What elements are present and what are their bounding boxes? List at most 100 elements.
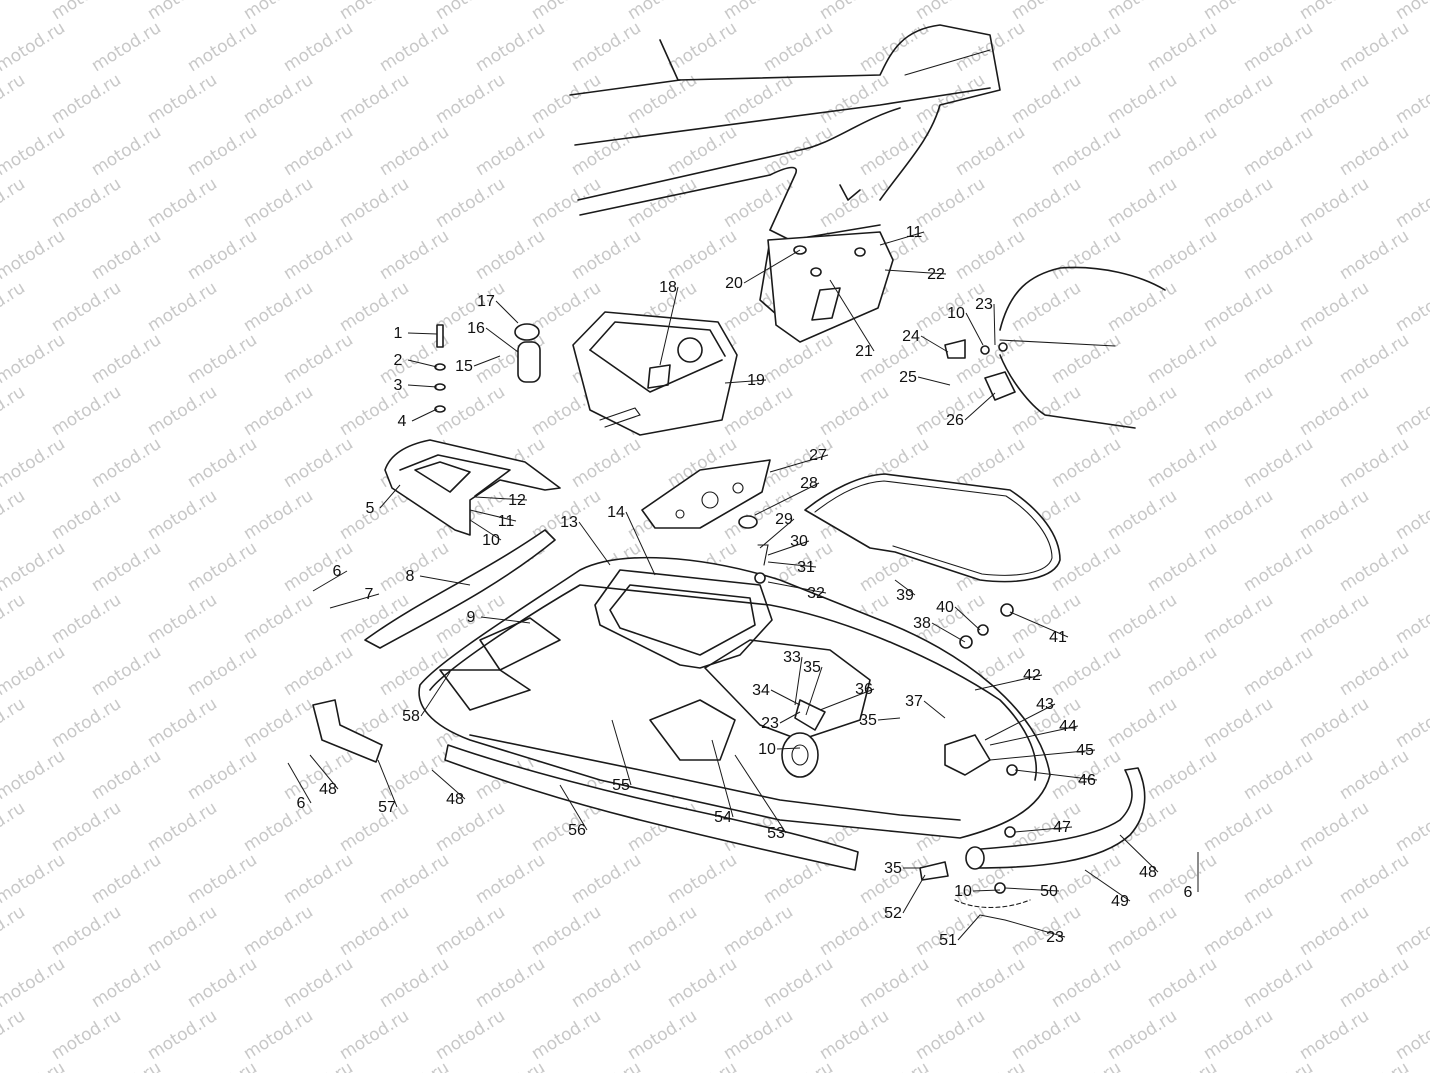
watermark-text: motod.ru: [1200, 486, 1277, 544]
part-number-label: 10: [482, 532, 500, 549]
watermark-text: motod.ru: [280, 850, 357, 908]
watermark-text: motod.ru: [1144, 18, 1221, 76]
watermark-text: motod.ru: [184, 954, 261, 1012]
watermark-text: motod.ru: [376, 746, 453, 804]
watermark-text: motod.ru: [720, 1006, 797, 1064]
watermark-text: motod.ru: [0, 590, 29, 648]
watermark-text: motod.ru: [1240, 122, 1317, 180]
part-number-label: 1: [394, 325, 403, 342]
part-number-label: 50: [1040, 883, 1058, 900]
watermark-text: motod.ru: [1048, 538, 1125, 596]
watermark-text: motod.ru: [280, 226, 357, 284]
watermark-text: motod.ru: [1392, 278, 1430, 336]
part-number-label: 31: [797, 559, 815, 576]
part-number-label: 12: [508, 492, 526, 509]
watermark-text: motod.ru: [0, 226, 69, 284]
part-number-label: 23: [975, 296, 993, 313]
leader-line: [1084, 869, 1131, 902]
watermark-text: motod.ru: [184, 746, 261, 804]
watermark-text: motod.ru: [432, 70, 509, 128]
watermark-text: motod.ru: [48, 278, 125, 336]
watermark-text: motod.ru: [856, 954, 933, 1012]
part-number-label: 10: [954, 883, 972, 900]
part-number-label: 3: [394, 377, 403, 394]
hardware-parts: [754, 339, 1031, 921]
part-number-label: 37: [905, 693, 923, 710]
part-number-label: 5: [366, 500, 375, 517]
leader-line: [984, 703, 1056, 741]
watermark-text: motod.ru: [88, 746, 165, 804]
part-number-label: 25: [899, 369, 917, 386]
leader-line: [989, 725, 1079, 746]
watermark-text: motod.ru: [624, 902, 701, 960]
part-number-label: 11: [498, 513, 515, 530]
watermark-text: motod.ru: [88, 434, 165, 492]
part-number-label: 17: [477, 293, 495, 310]
watermark-text: motod.ru: [816, 382, 893, 440]
leader-line: [884, 269, 947, 275]
leader-line: [659, 286, 679, 366]
watermark-text: motod.ru: [1392, 70, 1430, 128]
watermark-text: motod.ru: [280, 642, 357, 700]
watermark-text: motod.ru: [1200, 902, 1277, 960]
watermark-text: motod.ru: [144, 174, 221, 232]
part-number-label: 51: [939, 932, 957, 949]
leader-line: [379, 484, 401, 509]
watermark-text: motod.ru: [1104, 1006, 1181, 1064]
watermark-text: motod.ru: [472, 18, 549, 76]
watermark-text: motod.ru: [48, 1006, 125, 1064]
leader-line: [469, 519, 502, 541]
watermark-text: motod.ru: [240, 902, 317, 960]
watermark-text: motod.ru: [184, 1058, 261, 1073]
part-number-label: 44: [1059, 718, 1077, 735]
leader-lines: [287, 231, 1199, 941]
watermark-text: motod.ru: [528, 902, 605, 960]
watermark-text: motod.ru: [1048, 954, 1125, 1012]
watermark-text: motod.ru: [0, 850, 69, 908]
watermark-text: motod.ru: [1200, 590, 1277, 648]
part-number-label: 55: [612, 777, 630, 794]
part-number-label: 42: [1023, 667, 1041, 684]
watermark-text: motod.ru: [1296, 486, 1373, 544]
watermark-text: motod.ru: [376, 1058, 453, 1073]
watermark-text: motod.ru: [0, 954, 69, 1012]
watermark-text: motod.ru: [1296, 70, 1373, 128]
watermark-text: motod.ru: [1048, 122, 1125, 180]
leader-line: [559, 784, 588, 831]
part-number-label: 40: [936, 599, 954, 616]
watermark-text: motod.ru: [568, 226, 645, 284]
watermark-text: motod.ru: [48, 486, 125, 544]
watermark-text: motod.ru: [1240, 850, 1317, 908]
watermark-text: motod.ru: [472, 850, 549, 908]
watermark-text: motod.ru: [1104, 70, 1181, 128]
part-number-label: 54: [714, 809, 732, 826]
watermark-text: motod.ru: [1336, 538, 1413, 596]
watermark-text: motod.ru: [1144, 330, 1221, 388]
leader-line: [920, 335, 949, 353]
leader-line: [964, 392, 996, 421]
part-number-label: 35: [803, 659, 821, 676]
watermark-text: motod.ru: [568, 954, 645, 1012]
part-number-label: 2: [394, 352, 403, 369]
leader-line: [1014, 769, 1098, 781]
watermark-text: motod.ru: [1336, 642, 1413, 700]
watermark-text: motod.ru: [144, 278, 221, 336]
watermark-text: motod.ru: [1296, 902, 1373, 960]
part-number-label: 13: [560, 514, 578, 531]
watermark-text: motod.ru: [336, 70, 413, 128]
watermark-text: motod.ru: [48, 382, 125, 440]
leader-line: [420, 671, 451, 717]
leader-line: [917, 376, 951, 386]
part-number-label: 34: [752, 682, 770, 699]
background-hull-outline: [569, 24, 1166, 429]
leader-line: [767, 561, 817, 568]
watermark-text: motod.ru: [1392, 174, 1430, 232]
part-number-label: 43: [1036, 696, 1054, 713]
watermark-text: motod.ru: [0, 694, 29, 752]
watermark-text: motod.ru: [760, 1058, 837, 1073]
watermark-text: motod.ru: [0, 486, 29, 544]
leader-line: [770, 689, 801, 706]
watermark-text: motod.ru: [0, 538, 69, 596]
watermark-text: motod.ru: [0, 122, 69, 180]
watermark-text: motod.ru: [760, 18, 837, 76]
